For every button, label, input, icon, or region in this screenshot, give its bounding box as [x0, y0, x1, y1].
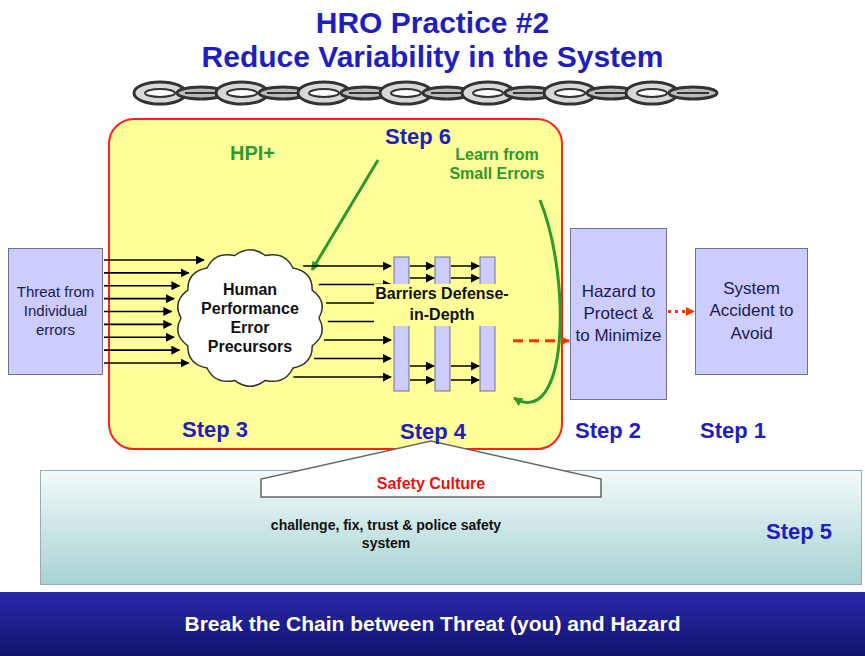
yellow-region: Step 6 HPI+ Learn from Small ErrorsStep 3 S… [108, 118, 563, 450]
node-text: Threat from Individual errors [13, 283, 98, 339]
connector [293, 266, 391, 377]
step-label: Step 4 [400, 419, 466, 445]
hpi-label: HPI+ [230, 142, 275, 165]
title: HRO Practice #2 [0, 6, 865, 40]
safety-culture-band: Safety Culture challenge, fix, trust & po… [40, 470, 862, 585]
barriers-box: Barriers Defense-in-Depth [372, 254, 512, 394]
step-label: Step 5 [766, 519, 832, 545]
band-body: challenge, fix, trust & police safety sy… [261, 516, 511, 552]
connector [104, 260, 204, 363]
cloud-shape: Human Performance Error Precursors [174, 247, 326, 389]
subtitle: Reduce Variability in the System [0, 40, 865, 74]
band-heading: Safety Culture [351, 475, 511, 493]
threat-box: Threat from Individual errors [8, 248, 103, 375]
step-label: Step 3 [182, 417, 248, 443]
step-label: Step 2 [575, 418, 641, 444]
node-text: Hazard to Protect & to Minimize [575, 281, 662, 347]
caption: Break the Chain between Threat (you) and… [0, 592, 865, 656]
cloud-outline [174, 247, 326, 389]
hazard-box: Hazard to Protect & to Minimize [570, 228, 667, 400]
node-text: System Accident to Avoid [700, 278, 803, 344]
node-text: Human Performance Error Precursors [194, 280, 306, 357]
learn-note: Learn from Small Errors [442, 145, 552, 183]
accident-box: System Accident to Avoid [695, 248, 808, 375]
connector [513, 340, 569, 341]
step-label: Step 6 [385, 124, 451, 150]
connector [668, 311, 694, 312]
step-label: Step 1 [700, 418, 766, 444]
node-text: Barriers Defense-in-Depth [374, 284, 510, 326]
